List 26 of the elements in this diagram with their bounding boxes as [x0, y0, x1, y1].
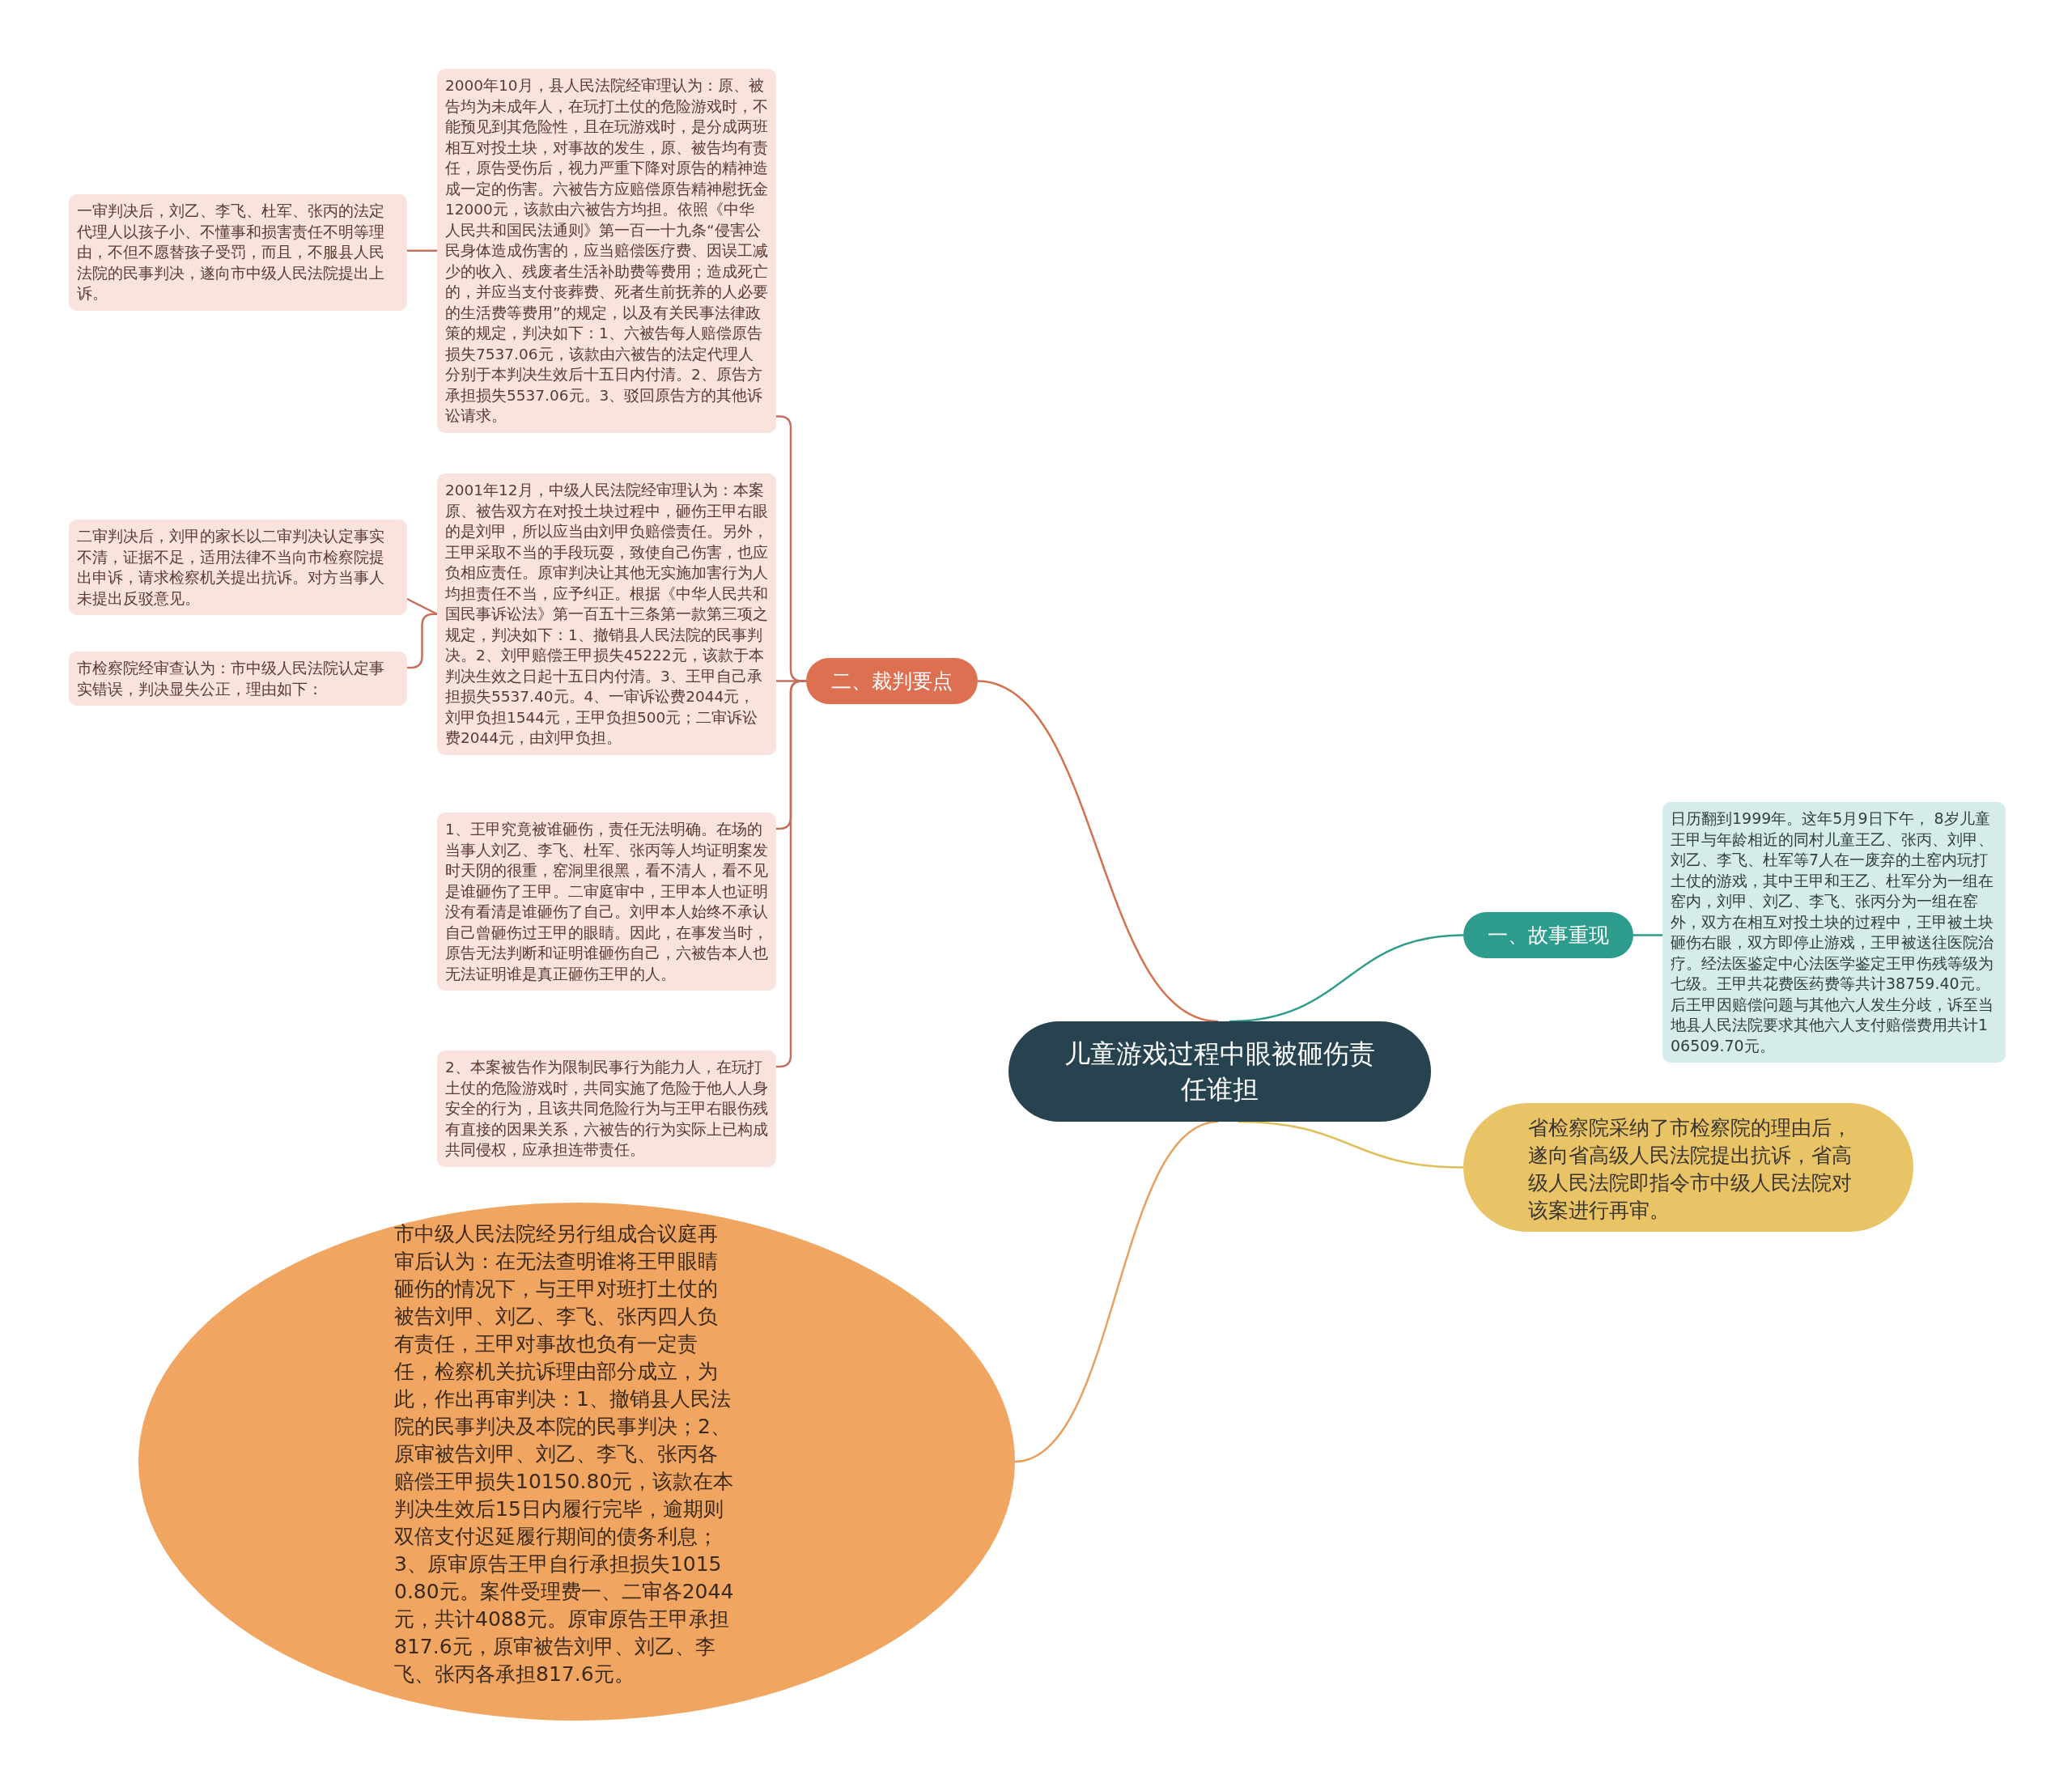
connector-line [406, 597, 438, 615]
connector-line [977, 680, 1219, 1023]
connector-line [1633, 934, 1662, 936]
connector-line [1014, 1120, 1219, 1463]
note-card [437, 1050, 776, 1167]
node-text: 省检察院采纳了市检察院的理由后，遂向省高级人民法院提出抗诉，省高级人民法院即指令市中级人民法院对该案进行再审。 [1528, 1115, 1853, 1224]
connector-line [1229, 934, 1464, 1023]
node-text: 一、故事重现 [1488, 923, 1609, 949]
node-text: 二、裁判要点 [831, 668, 953, 694]
node-text: 市检察院经审查认为：市中级人民法院认定事实错误，判决显失公正，理由如下： [77, 659, 385, 699]
node-text: 2、本案被告作为限制民事行为能力人，在玩打土仗的危险游戏时，共同实施了危险于他人人身安全的行为，且该共同危险行为与王甲右眼伤残有直接的因果关系，六被告的行为实际上已构成共同侵权，应承担连带责任。 [445, 1058, 768, 1160]
node-text: 一审判决后，刘乙、李飞、杜军、张丙的法定代理人以孩子小、不懂事和损害责任不明等理由，不但不愿替孩子受罚，而且，不服县人民法院的民事判决，遂向市中级人民法院提出上诉。 [77, 202, 385, 303]
node-text: 日历翻到1999年。这年5月9日下午， 8岁儿童王甲与年龄相近的同村儿童王乙、张丙、刘甲、刘乙、李飞、杜军等7人在一废弃的土窑内玩打土仗的游戏，其中王甲和王乙、杜军分为一组在窑内，刘甲、刘乙、李飞、张丙分为一组在窑外，双方在相互对投土块的过程中，王甲被土块砸伤右眼，双方即停止游戏，王甲被送往医院治疗。经法医鉴定中心法医学鉴定王甲伤残等级为七级。王甲共花费医药费等共计38759.40元。后王甲因赔偿问题与其他六人发生分歧，诉至当地县人民法院要求其他六人支付赔偿费用共计106509.70元。 [1671, 808, 1994, 1056]
node-text: 二审判决后，刘甲的家长以二审判决认定事实不清，证据不足，适用法律不当向市检察院提出申诉，请求检察机关提出抗诉。对方当事人未提出反驳意见。 [77, 527, 385, 609]
node-text: 市中级人民法院经另行组成合议庭再审后认为：在无法查明谁将王甲眼睛砸伤的情况下，与王甲对班打土仗的被告刘甲、刘乙、李飞、张丙四人负有责任，王甲对事故也负有一定责任，检察机关抗诉理由部分成立，为此，作出再审判决：1、撤销县人民法院的民事判决及本院的民事判决；2、原审被告刘甲、刘乙、李飞、张丙各赔偿王甲损失10150.80元，该款在本判决生效后15日内履行完毕，逾期则双倍支付迟延履行期间的债务利息；3、原审原告王甲自行承担损失10150.80元。案件受理费一、二审各2044元，共计4088元。原审原告王甲承担817.6元，原审被告刘甲、刘乙、李飞、张丙各承担817.6元。 [394, 1221, 734, 1687]
connector-line [1237, 1120, 1464, 1169]
node-text: 儿童游戏过程中眼被砸伤责任谁担 [1064, 1038, 1376, 1106]
note-card [69, 520, 407, 615]
branch-topic [1463, 912, 1633, 958]
note-card [69, 194, 407, 311]
node-text: 2001年12月，中级人民法院经审理认为：本案原、被告双方在对投土块过程中，砸伤王甲右眼的是刘甲，所以应当由刘甲负赔偿责任。另外，王甲采取不当的手段玩耍，致使自己伤害，也应负相应责任。原审判决让其他无实施加害行为人均担责任不当，应予纠正。根据《中华人民共和国民事诉讼法》第一百五十三条第一款第三项之规定，判决如下：1、撤销县人民法院的民事判决。2、刘甲赔偿王甲损失45222元，该款于本判决生效之日起十五日内付清。3、王甲自己承担损失5537.40元。4、一审诉讼费2044元，刘甲负担1544元，王甲负担500元；二审诉讼费2044元，由刘甲负担。 [445, 481, 768, 748]
node-text: 1、王甲究竟被谁砸伤，责任无法明确。在场的当事人刘乙、李飞、杜军、张丙等人均证明案发时天阴的很重，窑洞里很黑，看不清人，看不见是谁砸伤了王甲。二审庭审中，王甲本人也证明没有看清是谁砸伤了自己。刘甲本人始终不承认自己曾砸伤过王甲的眼睛。因此，在事发当时，原告无法判断和证明谁砸伤自己，六被告本人也无法证明谁是真正砸伤王甲的人。 [445, 820, 768, 984]
note-card [69, 651, 407, 706]
branch-topic [806, 658, 978, 704]
node-text: 2000年10月，县人民法院经审理认为：原、被告均为未成年人，在玩打土仗的危险游戏时，不能预见到其危险性，且在玩游戏时，是分成两班相互对投土块，对事故的发生，原、被告均有责任，原告受伤后，视力严重下降对原告的精神造成一定的伤害。六被告方应赔偿原告精神慰抚金12000元，该款由六被告方均担。依照《中华人民共和国民法通则》第一百一十九条“侵害公民身体造成伤害的，应当赔偿医疗费、因误工减少的收入、残废者生活补助费等费用；造成死亡的，并应当支付丧葬费、死者生前抚养的人必要的生活费等费用”的规定，以及有关民事法律政策的规定，判决如下：1、六被告每人赔偿原告损失7537.06元，该款由六被告的法定代理人分别于本判决生效后十五日内付清。2、原告方承担损失5537.06元。3、驳回原告方的其他诉讼请求。 [445, 76, 768, 426]
connector-line [407, 249, 437, 252]
